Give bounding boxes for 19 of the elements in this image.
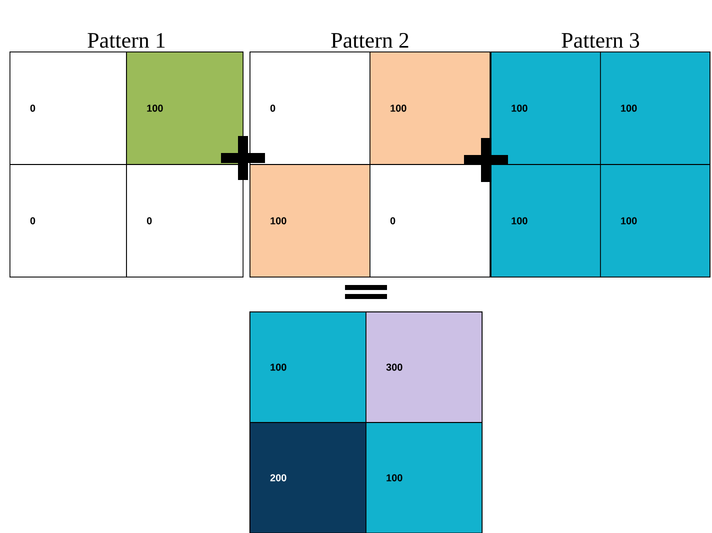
grid-cell: 100 (250, 312, 366, 423)
node-label: Pattern 3 (562, 33, 640, 48)
grid-cell: 0 (10, 52, 127, 165)
grid-cell: 0 (250, 52, 370, 165)
node-label: Pattern 2 (331, 33, 408, 48)
grid-cell: 0 (126, 164, 244, 278)
grid-cell: 100 (126, 52, 244, 165)
grid-cell: 100 (600, 164, 710, 278)
grid-cell: 300 (366, 312, 482, 423)
grid-cell: 100 (250, 164, 370, 278)
grid-cell: 0 (370, 164, 490, 278)
grid-cell: 0 (10, 164, 127, 278)
grid-cell: 100 (370, 52, 490, 165)
grid-cell: 100 (490, 164, 601, 278)
node-label: Pattern 1 (88, 33, 165, 48)
grid-cell: 100 (600, 52, 710, 165)
grid-cell: 100 (490, 52, 601, 165)
grid-cell: 200 (250, 422, 366, 533)
grid-cell: 100 (366, 422, 482, 533)
